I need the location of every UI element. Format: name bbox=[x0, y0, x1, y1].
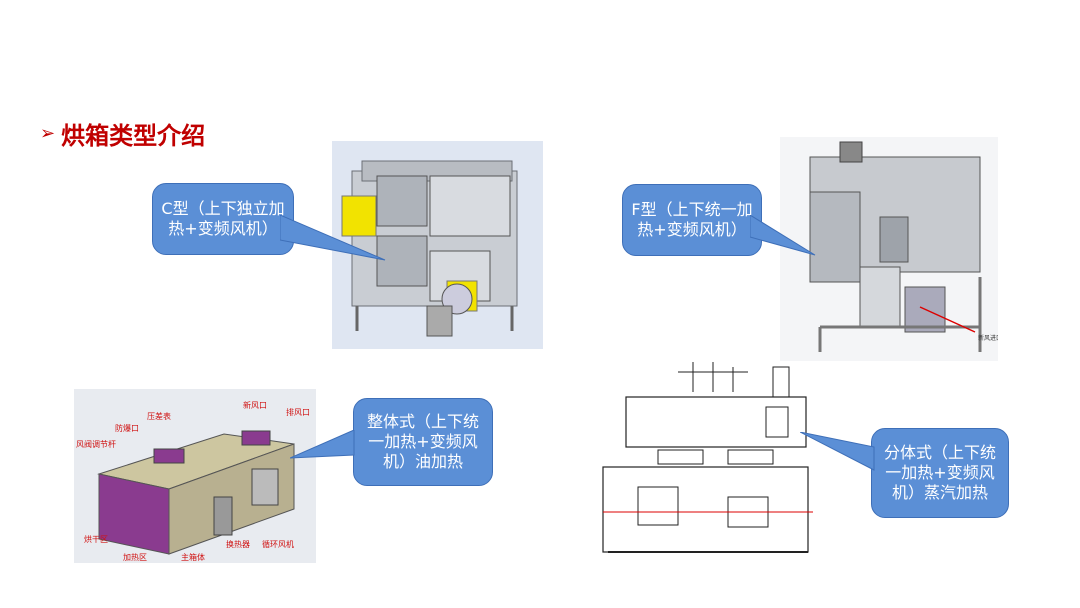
label-drying-zone: 烘干区 bbox=[84, 535, 108, 544]
fresh-air-inlet-label: 新风进口 bbox=[978, 335, 998, 342]
label-heating-zone: 加热区 bbox=[123, 553, 147, 562]
callout-f-type: F型（上下统一加热+变频风机） bbox=[622, 184, 762, 256]
label-circ-fan: 循环风机 bbox=[262, 540, 294, 549]
label-main-box: 主箱体 bbox=[181, 553, 205, 562]
callout-integral-tail bbox=[290, 430, 355, 459]
label-explosion-port: 防爆口 bbox=[115, 424, 139, 433]
bullet-arrow-icon: ➢ bbox=[40, 123, 56, 144]
split-oven-image bbox=[598, 362, 818, 558]
label-damper-rod: 风阀调节杆 bbox=[76, 440, 116, 449]
callout-integral-text: 整体式（上下统一加热+变频风机）油加热 bbox=[366, 412, 479, 471]
callout-c-type: C型（上下独立加热+变频风机） bbox=[152, 183, 294, 255]
f-type-oven-image: 新风进口 bbox=[780, 137, 998, 361]
callout-split-tail bbox=[800, 432, 875, 471]
callout-c-type-tail bbox=[280, 215, 386, 261]
label-fresh-air: 新风口 bbox=[243, 401, 267, 410]
callout-split: 分体式（上下统一加热+变频风机）蒸汽加热 bbox=[871, 428, 1009, 518]
callout-split-text: 分体式（上下统一加热+变频风机）蒸汽加热 bbox=[883, 443, 996, 502]
label-exhaust: 排风口 bbox=[286, 408, 310, 417]
c-type-oven-image bbox=[332, 141, 543, 349]
f-type-oven-drawing bbox=[809, 141, 982, 352]
split-oven-drawing bbox=[602, 362, 813, 553]
callout-integral: 整体式（上下统一加热+变频风机）油加热 bbox=[353, 398, 493, 486]
slide-title-text: 烘箱类型介绍 bbox=[61, 122, 206, 150]
callout-c-type-text: C型（上下独立加热+变频风机） bbox=[161, 199, 285, 238]
label-pressure-gauge: 压差表 bbox=[147, 412, 171, 421]
label-heat-exchanger: 换热器 bbox=[226, 540, 250, 549]
integral-oven-drawing bbox=[97, 430, 295, 555]
integral-oven-image: 压差表 防爆口 新风口 排风口 风阀调节杆 烘干区 加热区 主箱体 换热器 循环… bbox=[74, 389, 316, 563]
callout-f-type-tail bbox=[750, 215, 816, 256]
slide-title: ➢ 烘箱类型介绍 bbox=[40, 116, 205, 151]
c-type-oven-drawing bbox=[341, 160, 518, 337]
callout-f-type-text: F型（上下统一加热+变频风机） bbox=[631, 200, 753, 239]
